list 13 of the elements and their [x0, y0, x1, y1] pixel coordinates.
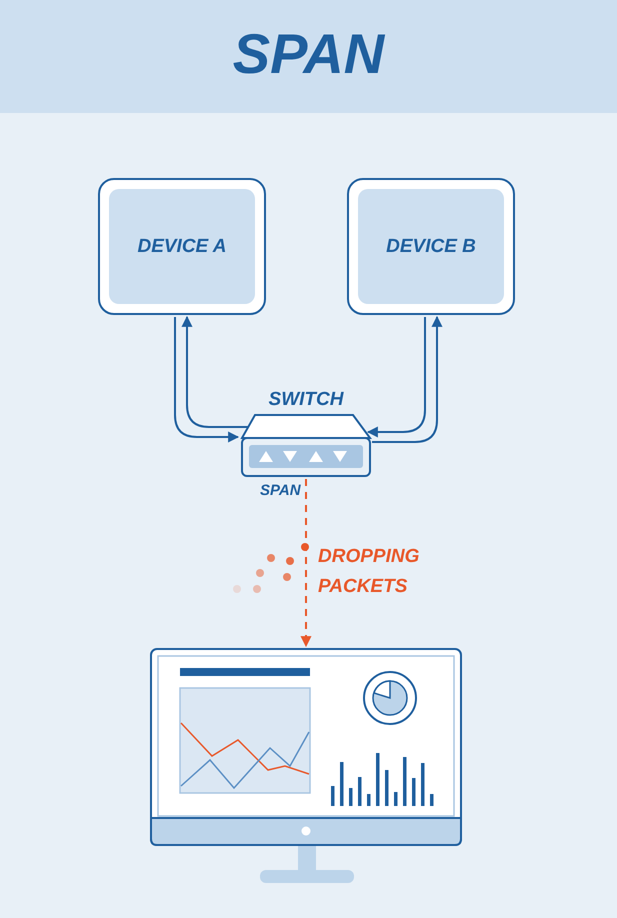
switch-label: SWITCH — [268, 389, 344, 410]
arrow — [174, 317, 240, 442]
edge-label: DROPPING PACKETS — [318, 545, 420, 599]
port-label: SPAN — [260, 482, 301, 500]
device-label: DEVICE A — [137, 236, 227, 258]
device-label: DEVICE B — [386, 236, 476, 258]
arrow — [366, 317, 426, 438]
arrow — [372, 316, 442, 443]
arrow — [182, 316, 249, 428]
device-box — [98, 178, 266, 315]
device-box — [347, 178, 515, 315]
title: SPAN — [232, 22, 386, 86]
dashed-arrow — [300, 479, 312, 648]
